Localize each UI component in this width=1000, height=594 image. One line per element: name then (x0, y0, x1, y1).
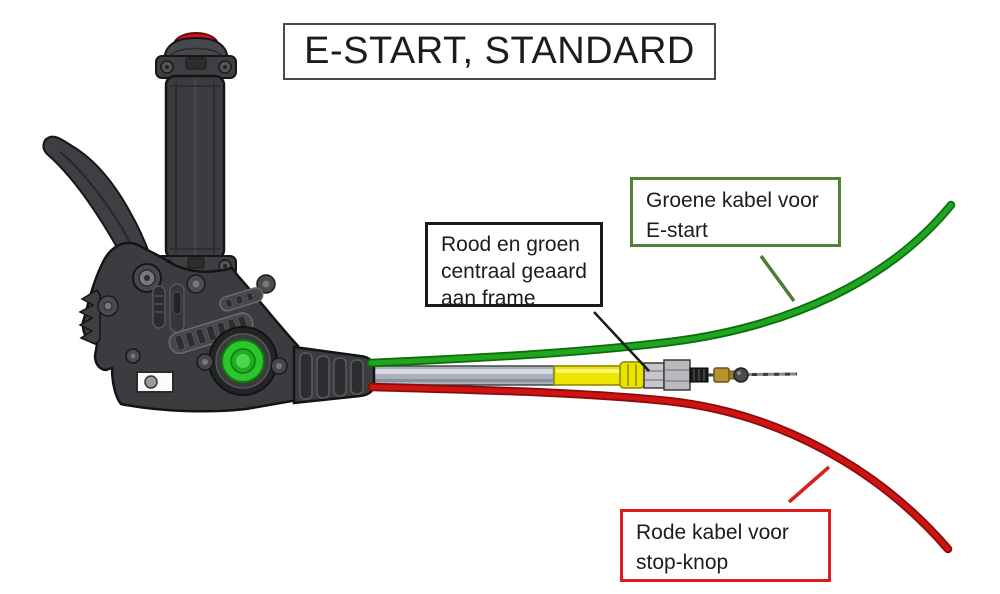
label-central-ground-line2: centraal geaard (441, 260, 587, 283)
label-central-ground-line1: Rood en groen (441, 233, 580, 256)
threaded-end (689, 367, 709, 383)
grip-top-clamp (155, 55, 237, 79)
leader-line-ground (593, 311, 650, 372)
cable-ball-end (733, 367, 749, 383)
label-central-ground-line3: aan frame (441, 287, 536, 310)
label-green-cable: Groene kabel voor E-start (630, 177, 841, 247)
label-red-cable-line1: Rode kabel voor (636, 521, 789, 544)
yellow-sleeve (553, 361, 645, 389)
leader-line-green (759, 254, 796, 303)
dome-shade-line (169, 47, 223, 57)
brass-nipple (713, 367, 735, 383)
label-red-cable: Rode kabel voor stop-knop (620, 509, 831, 582)
cable-sheath (367, 365, 557, 386)
body-bolts (97, 274, 276, 364)
adjuster-hex-nut (643, 359, 691, 391)
serrated-teeth (78, 288, 101, 345)
label-green-cable-line1: Groene kabel voor (646, 189, 819, 212)
cable-boot (292, 345, 376, 405)
green-start-button (196, 326, 288, 396)
title-box: E-START, STANDARD (283, 23, 716, 80)
handle-grip (164, 74, 226, 261)
thumb-adjuster (168, 287, 264, 355)
mounting-notch (136, 371, 174, 393)
cable-tension-slider (152, 283, 185, 333)
page-title: E-START, STANDARD (304, 30, 695, 72)
lever-pivot-bolt (132, 263, 162, 293)
green-cable (366, 200, 956, 368)
leader-line-red (787, 465, 831, 504)
label-green-cable-line2: E-start (646, 219, 708, 242)
label-central-ground: Rood en groen centraal geaard aan frame (425, 222, 603, 310)
label-red-cable-line2: stop-knop (636, 551, 729, 574)
red-cable (367, 382, 953, 554)
